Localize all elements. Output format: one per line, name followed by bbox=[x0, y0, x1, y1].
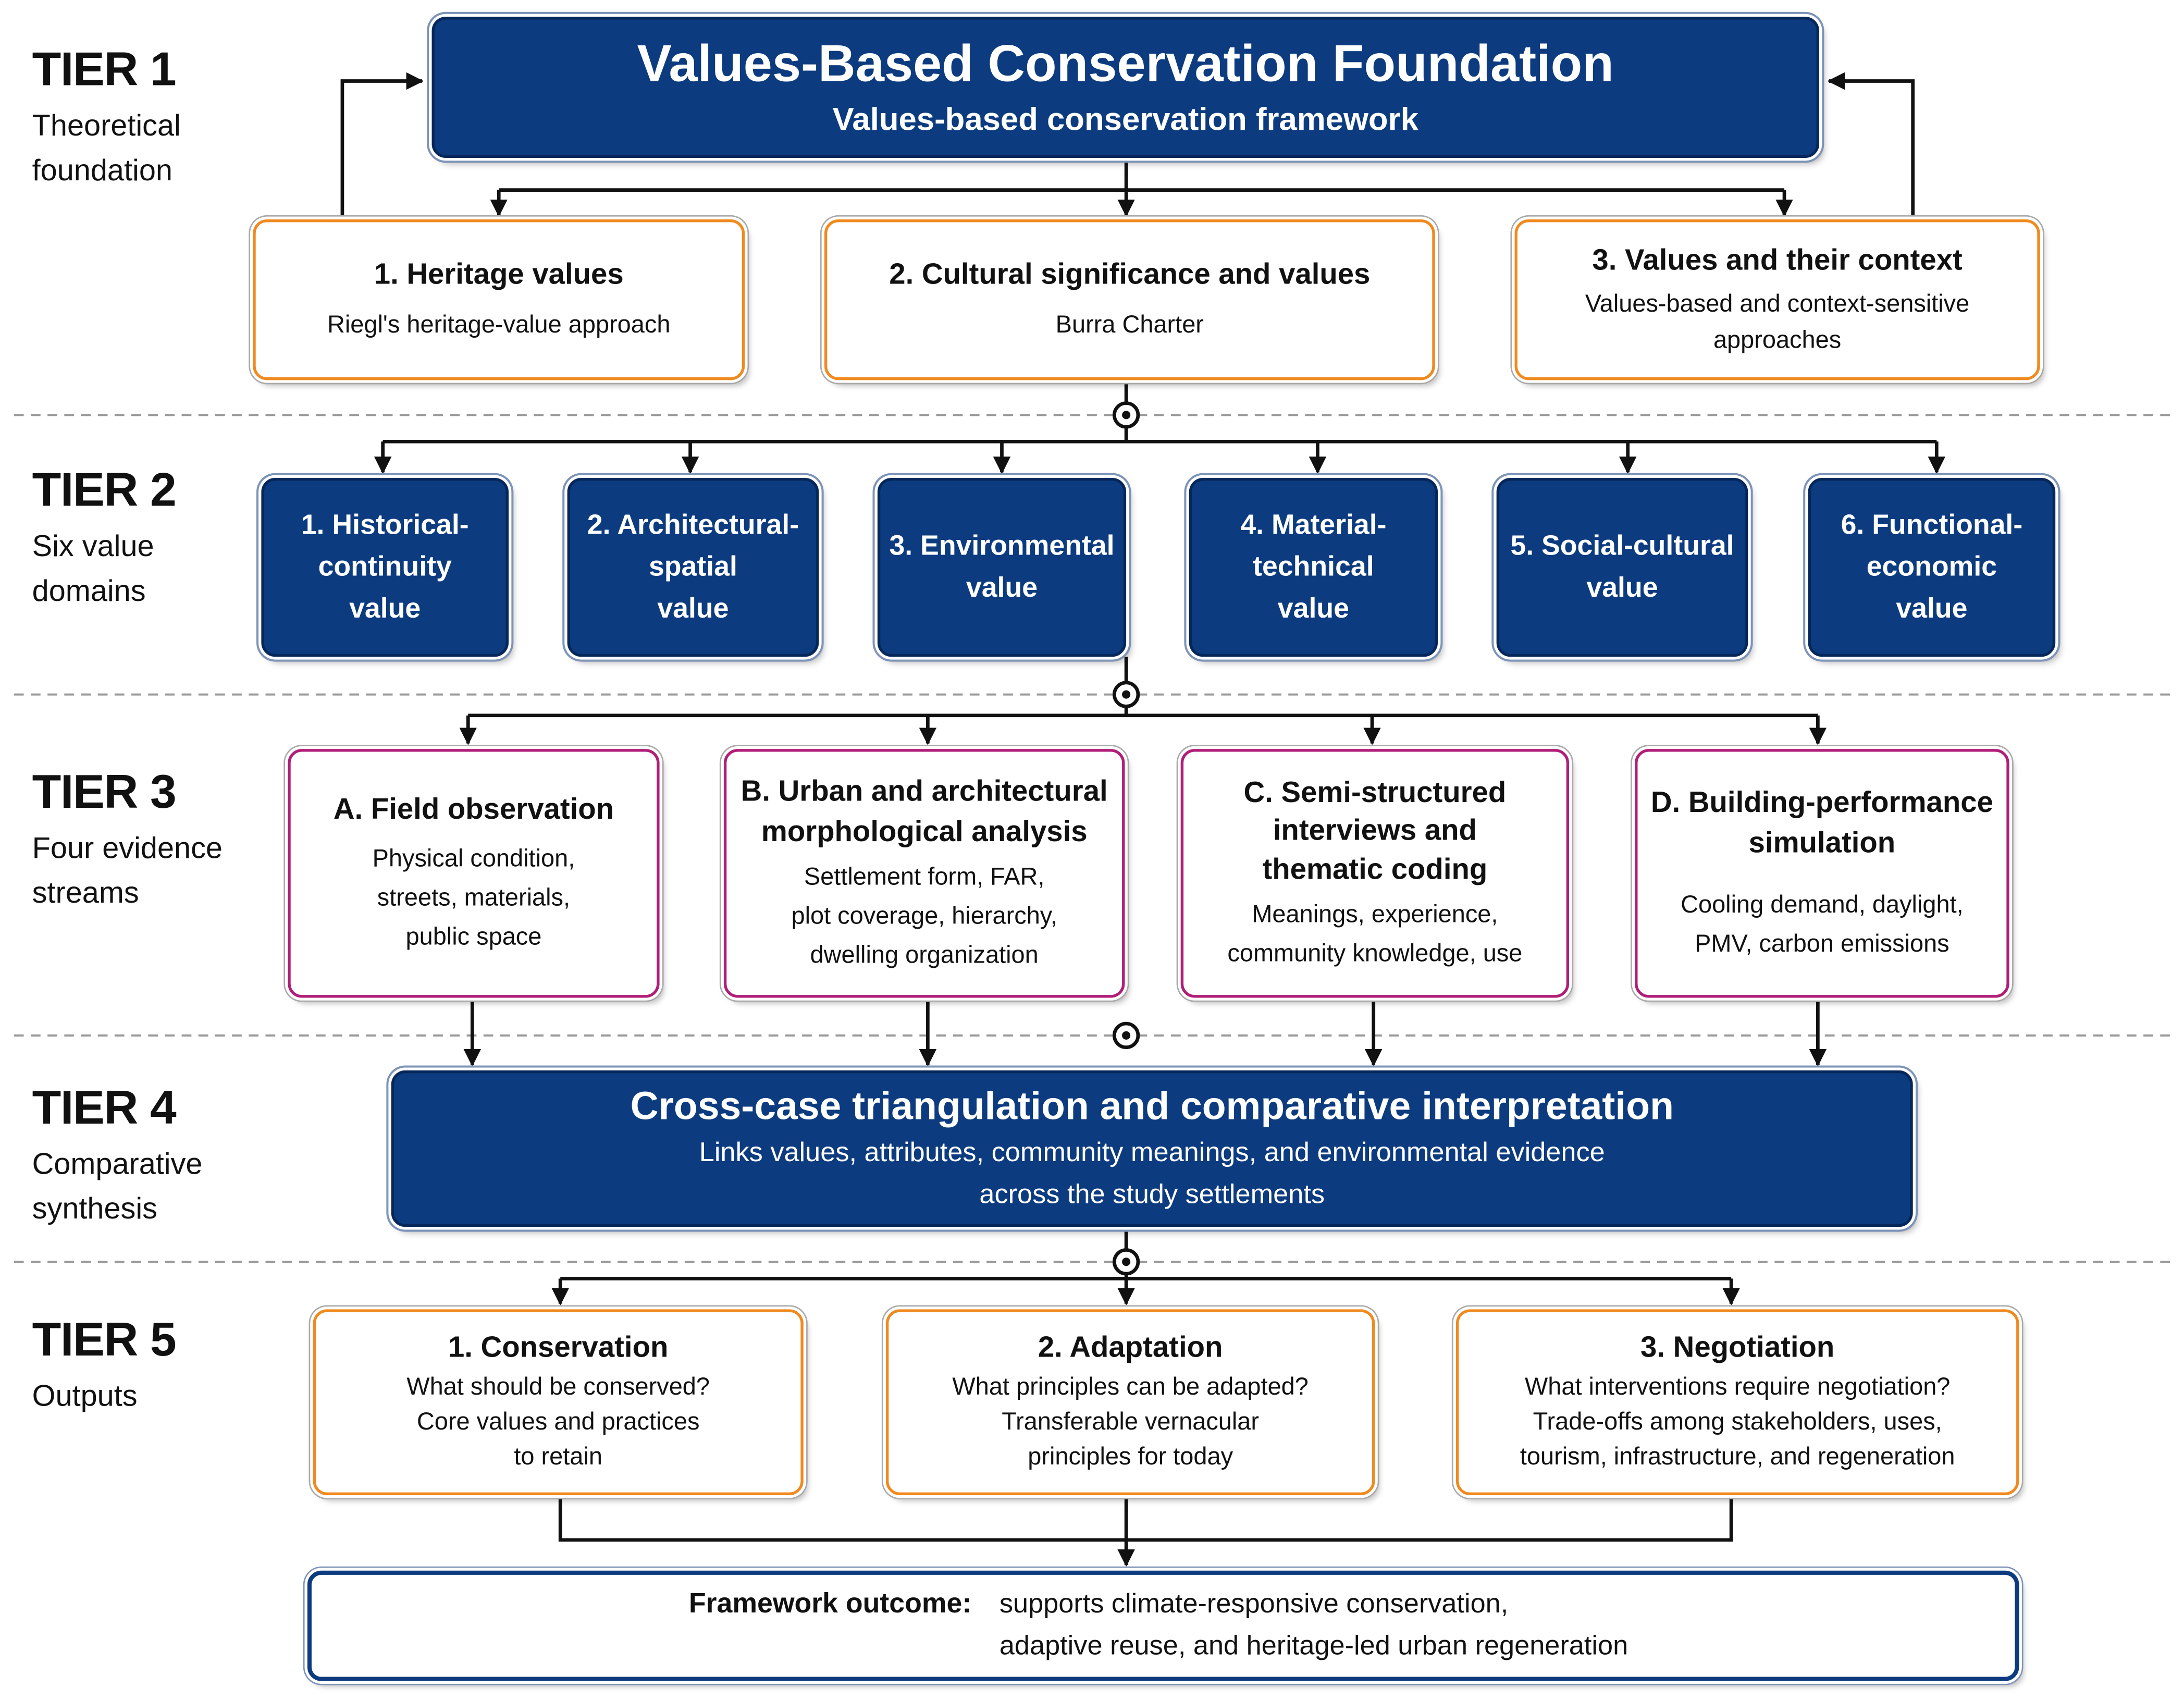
outcome-label: Framework outcome: bbox=[688, 1588, 972, 1620]
evidence-title: A. Field observation bbox=[333, 793, 614, 826]
tier-description: Four evidence streams bbox=[32, 832, 223, 909]
theory-box-cultural-significance: 2. Cultural significance and values Burr… bbox=[824, 219, 1435, 380]
tier-description: Outputs bbox=[32, 1379, 138, 1413]
tier-number: TIER 4 bbox=[32, 1081, 177, 1135]
tier-description: Comparative synthesis bbox=[32, 1148, 203, 1225]
domain-title: 3. Environmental value bbox=[889, 531, 1115, 604]
evidence-description: Meanings, experience, community knowledg… bbox=[1227, 900, 1523, 967]
output-title: 1. Conservation bbox=[448, 1332, 669, 1364]
evidence-title: D. Building-performance simulation bbox=[1650, 787, 1993, 859]
evidence-title: C. Semi-structured interviews and themat… bbox=[1243, 777, 1507, 885]
evidence-box-morphological-analysis: B. Urban and architectural morphological… bbox=[723, 749, 1125, 998]
tier-number: TIER 1 bbox=[32, 43, 177, 97]
output-title: 3. Negotiation bbox=[1640, 1332, 1835, 1364]
synthesis-box: Cross-case triangulation and comparative… bbox=[391, 1070, 1913, 1227]
foundation-title: Values-Based Conservation Foundation bbox=[637, 35, 1614, 93]
evidence-box-interviews: C. Semi-structured interviews and themat… bbox=[1180, 749, 1570, 998]
tier-5-label: TIER 5 Outputs bbox=[32, 1313, 177, 1419]
domain-box-environmental: 3. Environmental value bbox=[877, 478, 1127, 657]
feedback-arrow-left bbox=[340, 72, 424, 219]
tier-number: TIER 5 bbox=[32, 1313, 177, 1367]
output-title: 2. Adaptation bbox=[1038, 1332, 1223, 1364]
evidence-description: Physical condition, streets, materials, … bbox=[372, 844, 575, 951]
domain-box-functional: 6. Functional- economic value bbox=[1808, 478, 2056, 657]
theory-box-context: 3. Values and their context Values-based… bbox=[1514, 219, 2040, 380]
theory-description: Burra Charter bbox=[1055, 310, 1204, 338]
theory-description: Values-based and context-sensitive appro… bbox=[1585, 290, 1970, 353]
framework-outcome-box: Framework outcome: supports climate-resp… bbox=[307, 1570, 2019, 1681]
domain-title: 5. Social-cultural value bbox=[1510, 531, 1734, 604]
output-description: What principles can be adapted? Transfer… bbox=[952, 1372, 1309, 1471]
junction-icon bbox=[1112, 1021, 1140, 1049]
tier-4-label: TIER 4 Comparative synthesis bbox=[32, 1081, 203, 1231]
outcome-text: supports climate-responsive conservation… bbox=[999, 1589, 1628, 1661]
feedback-arrow-right bbox=[1827, 72, 1915, 219]
tier-3-label: TIER 3 Four evidence streams bbox=[32, 766, 223, 915]
evidence-description: Cooling demand, daylight, PMV, carbon em… bbox=[1681, 889, 1964, 957]
tier-1-label: TIER 1 Theoretical foundation bbox=[32, 43, 181, 193]
foundation-subtitle: Values-based conservation framework bbox=[832, 100, 1418, 137]
theory-box-heritage: 1. Heritage values Riegl's heritage-valu… bbox=[253, 219, 745, 380]
output-description: What interventions require negotiation? … bbox=[1520, 1372, 1955, 1471]
output-box-conservation: 1. Conservation What should be conserved… bbox=[313, 1309, 804, 1495]
tier-number: TIER 3 bbox=[32, 766, 177, 819]
domain-box-architectural: 2. Architectural- spatial value bbox=[567, 478, 819, 657]
theory-title: 1. Heritage values bbox=[374, 258, 624, 291]
evidence-description: Settlement form, FAR, plot coverage, hie… bbox=[791, 861, 1057, 968]
output-box-negotiation: 3. Negotiation What interventions requir… bbox=[1455, 1309, 2019, 1495]
domain-title: 1. Historical- continuity value bbox=[301, 510, 469, 625]
evidence-box-field-observation: A. Field observation Physical condition,… bbox=[288, 749, 660, 998]
tier-number: TIER 2 bbox=[32, 464, 177, 518]
tier-description: Theoretical foundation bbox=[32, 109, 181, 187]
domain-box-historical: 1. Historical- continuity value bbox=[261, 478, 509, 657]
junction-icon bbox=[1112, 401, 1140, 429]
synthesis-description: Links values, attributes, community mean… bbox=[699, 1138, 1605, 1210]
theory-description: Riegl's heritage-value approach bbox=[327, 310, 671, 338]
evidence-title: B. Urban and architectural morphological… bbox=[741, 776, 1108, 848]
domain-box-material: 4. Material- technical value bbox=[1189, 478, 1438, 657]
tier-2-label: TIER 2 Six value domains bbox=[32, 464, 177, 613]
theory-title: 2. Cultural significance and values bbox=[889, 258, 1371, 291]
domain-title: 2. Architectural- spatial value bbox=[587, 510, 799, 625]
output-description: What should be conserved? Core values an… bbox=[406, 1372, 710, 1471]
domain-title: 6. Functional- economic value bbox=[1841, 510, 2023, 625]
junction-icon bbox=[1112, 681, 1140, 708]
tier-description: Six value domains bbox=[32, 530, 154, 608]
theory-title: 3. Values and their context bbox=[1592, 244, 1963, 277]
domain-title: 4. Material- technical value bbox=[1240, 510, 1387, 625]
output-box-adaptation: 2. Adaptation What principles can be ada… bbox=[885, 1309, 1375, 1495]
synthesis-title: Cross-case triangulation and comparative… bbox=[630, 1085, 1674, 1128]
domain-box-social-cultural: 5. Social-cultural value bbox=[1496, 478, 1748, 657]
foundation-box: Values-Based Conservation Foundation Val… bbox=[431, 17, 1820, 158]
connector bbox=[558, 1495, 1733, 1542]
evidence-box-performance-simulation: D. Building-performance simulation Cooli… bbox=[1635, 749, 2009, 998]
junction-icon bbox=[1112, 1248, 1140, 1276]
